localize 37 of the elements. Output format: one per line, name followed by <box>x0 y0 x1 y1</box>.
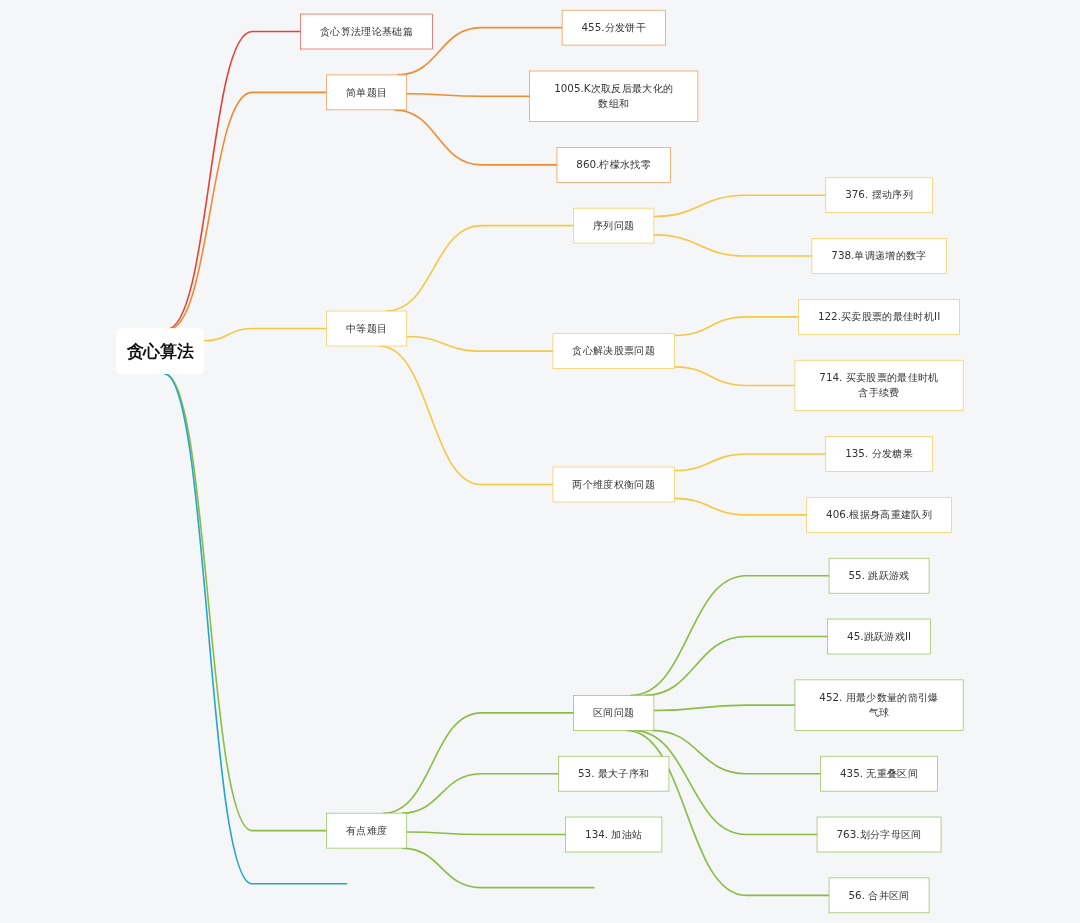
connector <box>673 497 808 516</box>
connector <box>653 704 796 712</box>
node-box: 435. 无重叠区间 <box>820 755 938 792</box>
node-box: 135. 分发糖果 <box>825 436 933 472</box>
node-box: 1005.K次取反后最大化的数组和 <box>529 70 699 122</box>
node-box: 两个维度权衡问题 <box>552 466 675 503</box>
node-box: 55. 跳跃游戏 <box>828 557 930 594</box>
connector <box>673 316 800 337</box>
connector <box>405 831 567 836</box>
node-box: 122.买卖股票的最佳时机II <box>798 299 960 335</box>
node-box: 贪心算法理论基础篇 <box>300 13 433 50</box>
connector <box>653 234 813 257</box>
connector <box>405 92 531 98</box>
node-box: 860.柠檬水找零 <box>556 147 671 183</box>
node-box: 45.跳跃游戏II <box>827 618 931 655</box>
node-box: 455.分发饼干 <box>561 9 666 46</box>
node-box: 有点难度 <box>326 812 408 849</box>
connector <box>673 453 827 472</box>
connector <box>203 327 328 342</box>
node-box: 714. 买卖股票的最佳时机含手续费 <box>794 359 964 412</box>
connector <box>405 335 554 352</box>
connector <box>673 366 796 387</box>
node-box: 56. 合并区间 <box>828 877 930 914</box>
node-box: 区间问题 <box>573 695 655 731</box>
node-box: 738.单调递增的数字 <box>811 238 947 274</box>
node-box: 134. 加油站 <box>565 816 663 853</box>
node-box: 763.划分字母区间 <box>816 816 942 853</box>
node-box: 53. 最大子序和 <box>558 755 670 792</box>
node-box: 406.根据身高重建队列 <box>806 497 952 533</box>
node-box: 452. 用最少数量的箭引爆气球 <box>794 679 964 731</box>
connector <box>653 194 827 218</box>
node-box: 简单题目 <box>326 74 408 111</box>
node-box: 376. 摆动序列 <box>825 177 933 214</box>
node-box: 贪心解决股票问题 <box>552 333 675 369</box>
connector <box>163 373 348 885</box>
node-box: 序列问题 <box>573 207 655 244</box>
node-box: 中等题目 <box>326 310 408 347</box>
